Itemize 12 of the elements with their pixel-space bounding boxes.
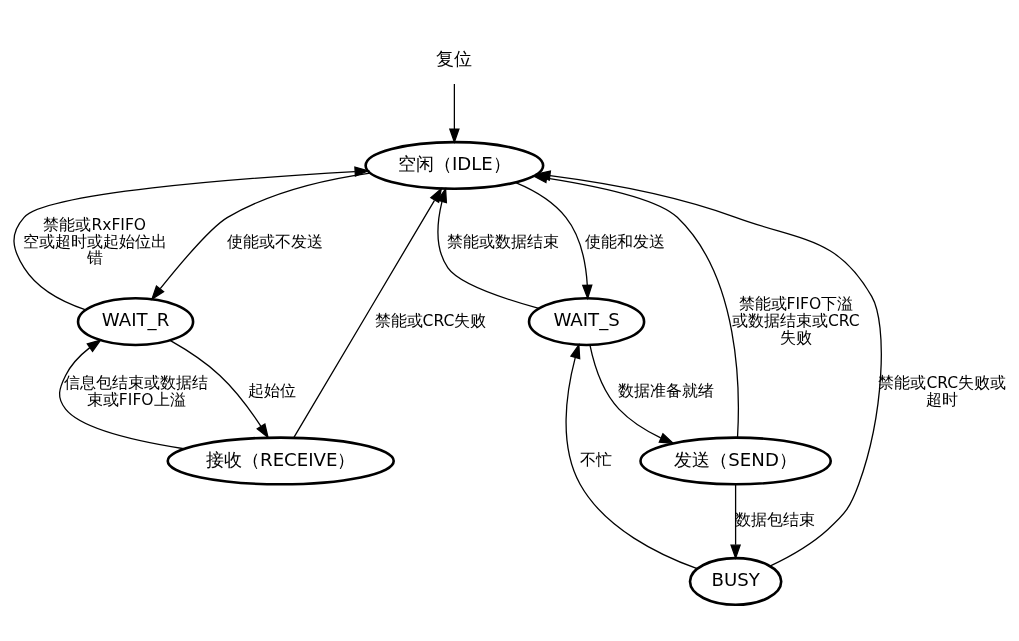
- edge-label: 禁能或数据结束: [446, 232, 559, 251]
- edge-label: 起始位: [248, 381, 297, 400]
- edge-label: 不忙: [580, 450, 613, 469]
- edge-label: 使能或不发送: [226, 232, 323, 251]
- edge-label: 信息包结束或数据结束或FIFO上溢: [64, 373, 209, 409]
- edge-label: 数据包结束: [735, 510, 816, 529]
- edge-label: 使能和发送: [584, 232, 665, 251]
- edge-label: 数据准备就绪: [618, 381, 715, 400]
- edge-label: 禁能或FIFO下溢或数据结束或CRC失败: [731, 294, 860, 347]
- node-text: 复位: [436, 47, 473, 69]
- edge-label: 禁能或RxFIFO空或超时或起始位出错: [22, 215, 167, 267]
- edge-label: 禁能或CRC失败: [374, 311, 487, 330]
